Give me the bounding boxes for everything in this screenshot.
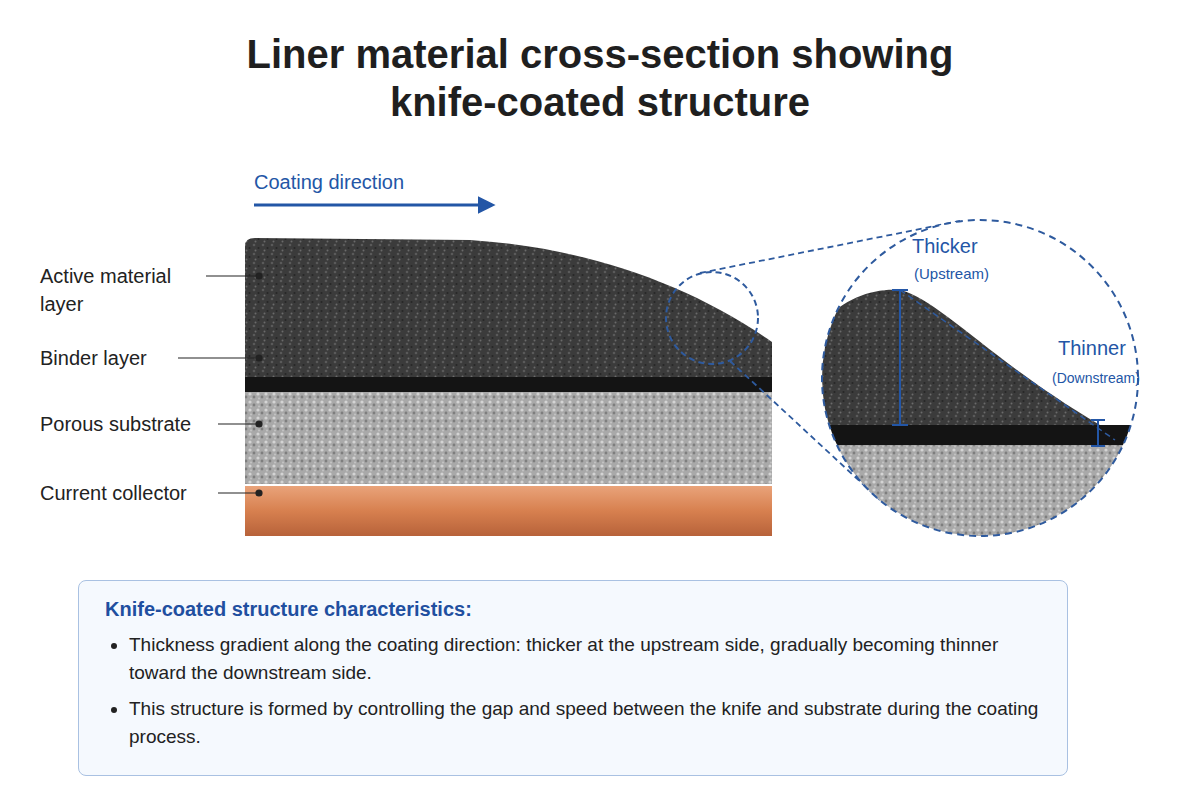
box-heading: Knife-coated structure characteristics: <box>105 595 1041 623</box>
bullet-list: Thickness gradient along the coating dir… <box>105 631 1041 751</box>
layer-label: Porous substrate <box>40 410 191 438</box>
diagram-title: Liner material cross-section showing kni… <box>240 30 960 126</box>
binder-layer <box>245 377 772 392</box>
thickness-label: Thicker <box>912 232 978 260</box>
bullet-item: This structure is formed by controlling … <box>129 695 1041 751</box>
direction-label: Coating direction <box>254 168 404 196</box>
bullet-item: Thickness gradient along the coating dir… <box>129 631 1041 687</box>
zoom-view <box>810 200 1150 565</box>
detail-marker <box>666 272 758 364</box>
layer-label: Active material layer <box>40 262 202 318</box>
leader-lines <box>178 273 262 496</box>
layer-label: Binder layer <box>40 344 147 372</box>
thickness-label: Thinner <box>1058 334 1126 362</box>
direction-arrow <box>254 204 492 207</box>
title-block: Liner material cross-section showing kni… <box>0 30 1200 126</box>
thickness-note: (Downstream) <box>1052 368 1140 388</box>
current-collector <box>245 486 772 536</box>
layer-label: Current collector <box>40 479 187 507</box>
active-layer <box>245 238 772 377</box>
thickness-note: (Upstream) <box>914 264 989 284</box>
porous-substrate <box>245 392 772 484</box>
info-box: Knife-coated structure characteristics: T… <box>78 580 1068 776</box>
